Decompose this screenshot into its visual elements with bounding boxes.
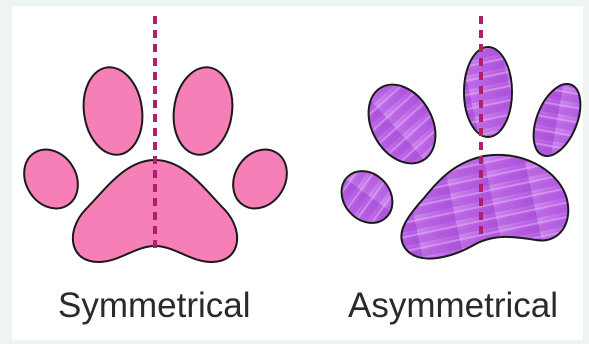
asymmetrical-paw [331, 16, 589, 259]
sym-toe-far-left [13, 139, 88, 218]
asym-toe-top [464, 47, 512, 137]
symmetrical-paw [13, 16, 297, 262]
asym-toe-far-right [524, 77, 589, 162]
sym-toe-far-right [222, 139, 297, 218]
asym-toe-mid-left [355, 73, 449, 176]
symmetrical-caption: Symmetrical [58, 286, 251, 326]
asym-toe-far-left [331, 161, 403, 233]
sym-toe-mid-left [78, 63, 148, 158]
sym-toe-mid-right [168, 63, 238, 158]
asymmetrical-caption: Asymmetrical [348, 286, 558, 326]
asym-main-pad [401, 155, 568, 259]
